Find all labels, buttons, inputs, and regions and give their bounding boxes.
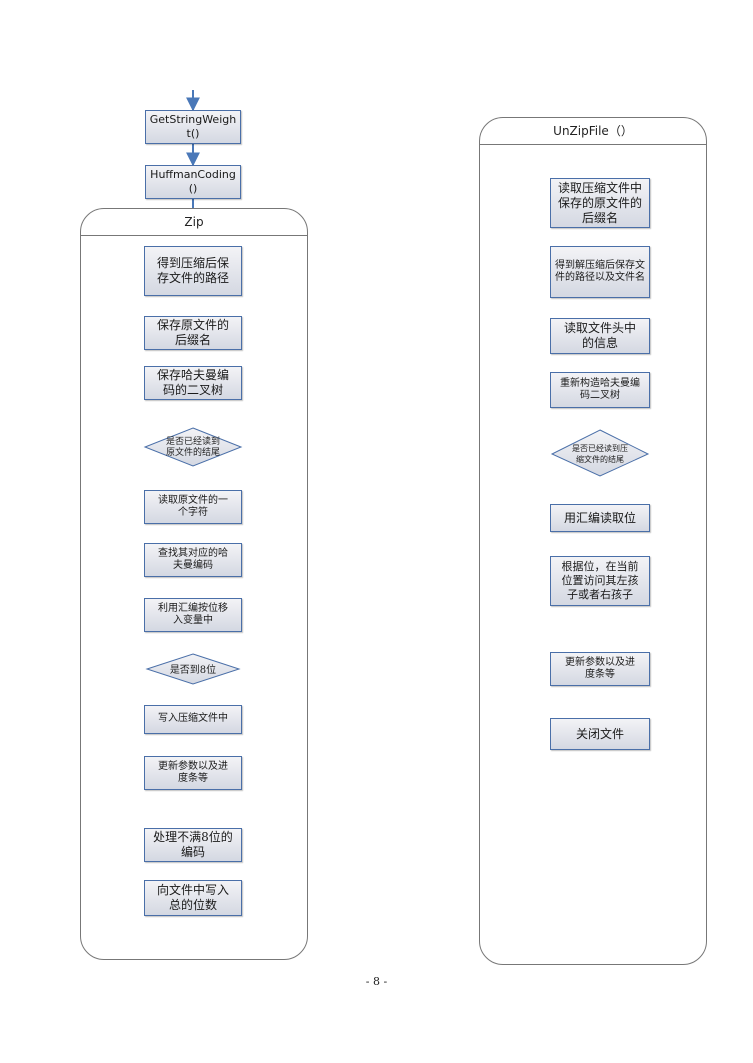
- unzip-read-bit-box: 用汇编读取位: [550, 504, 650, 532]
- zip-is-end-line1: 是否已经读到: [166, 435, 220, 447]
- zip-save-tree-box: 保存哈夫曼编码的二叉树: [144, 366, 242, 400]
- zip-handle-rest-label: 处理不满8位的编码: [153, 830, 233, 859]
- unzip-read-bit-label: 用汇编读取位: [563, 510, 636, 525]
- unzip-get-path-label: 得到解压缩后保存文件的路径以及文件名: [555, 259, 645, 284]
- zip-write-total-box: 向文件中写入总的位数: [144, 880, 242, 916]
- unzip-rebuild-tree-box: 重新构造哈夫曼编码二叉树: [550, 372, 650, 408]
- unzip-read-header-box: 读取文件头中的信息: [550, 318, 650, 354]
- getstringweight-label: GetStringWeight(): [149, 113, 237, 140]
- unzip-visit-child-label: 根据位，在当前位置访问其左孩子或者右孩子: [561, 560, 639, 601]
- zip-save-ext-label: 保存原文件的后缀名: [156, 318, 229, 347]
- zip-write-total-label: 向文件中写入总的位数: [156, 883, 229, 912]
- zip-find-code-box: 查找其对应的哈夫曼编码: [144, 543, 242, 577]
- zip-shift-label: 利用汇编按位移入变量中: [158, 602, 228, 627]
- zip-is-8bit-label: 是否到8位: [170, 663, 216, 676]
- unzip-is-end-decision: 是否已经读到压 缩文件的结尾: [550, 429, 650, 477]
- zip-is-end-line2: 原文件的结尾: [166, 446, 220, 458]
- zip-title: Zip: [184, 214, 204, 229]
- unzip-frame-header: UnZipFile（）: [479, 117, 707, 145]
- zip-shift-box: 利用汇编按位移入变量中: [144, 598, 242, 632]
- zip-write-label: 写入压缩文件中: [158, 713, 228, 725]
- unzip-get-path-box: 得到解压缩后保存文件的路径以及文件名: [550, 246, 650, 298]
- zip-frame-header: Zip: [80, 208, 308, 236]
- zip-find-code-label: 查找其对应的哈夫曼编码: [158, 547, 228, 572]
- unzip-read-ext-label: 读取压缩文件中保存的原文件的后缀名: [557, 180, 642, 225]
- unzip-update-box: 更新参数以及进度条等: [550, 652, 650, 686]
- unzip-close-label: 关闭文件: [575, 726, 624, 741]
- zip-get-path-label: 得到压缩后保存文件的路径: [156, 256, 229, 285]
- zip-save-tree-label: 保存哈夫曼编码的二叉树: [156, 368, 229, 397]
- zip-read-char-label: 读取原文件的一个字符: [158, 494, 228, 519]
- unzip-close-box: 关闭文件: [550, 718, 650, 750]
- unzip-read-ext-box: 读取压缩文件中保存的原文件的后缀名: [550, 178, 650, 228]
- unzip-visit-child-box: 根据位，在当前位置访问其左孩子或者右孩子: [550, 556, 650, 606]
- zip-handle-rest-box: 处理不满8位的编码: [144, 828, 242, 862]
- unzip-title: UnZipFile（）: [553, 124, 633, 138]
- huffmancoding-label: HuffmanCoding(): [150, 168, 236, 195]
- zip-is-8bit-decision: 是否到8位: [145, 653, 241, 685]
- zip-write-box: 写入压缩文件中: [144, 705, 242, 734]
- zip-save-ext-box: 保存原文件的后缀名: [144, 316, 242, 350]
- getstringweight-box: GetStringWeight(): [145, 110, 241, 144]
- zip-read-char-box: 读取原文件的一个字符: [144, 490, 242, 524]
- zip-is-end-decision: 是否已经读到 原文件的结尾: [143, 427, 243, 467]
- zip-update-box: 更新参数以及进度条等: [144, 756, 242, 790]
- unzip-update-label: 更新参数以及进度条等: [565, 656, 635, 681]
- unzip-read-header-label: 读取文件头中的信息: [563, 321, 636, 350]
- huffmancoding-box: HuffmanCoding(): [145, 165, 241, 199]
- unzip-is-end-line1: 是否已经读到压: [572, 443, 628, 453]
- zip-update-label: 更新参数以及进度条等: [158, 760, 228, 785]
- unzip-is-end-line2: 缩文件的结尾: [576, 454, 624, 464]
- unzip-rebuild-tree-label: 重新构造哈夫曼编码二叉树: [560, 377, 640, 402]
- page-number: - 8 -: [365, 975, 388, 988]
- zip-get-path-box: 得到压缩后保存文件的路径: [144, 246, 242, 296]
